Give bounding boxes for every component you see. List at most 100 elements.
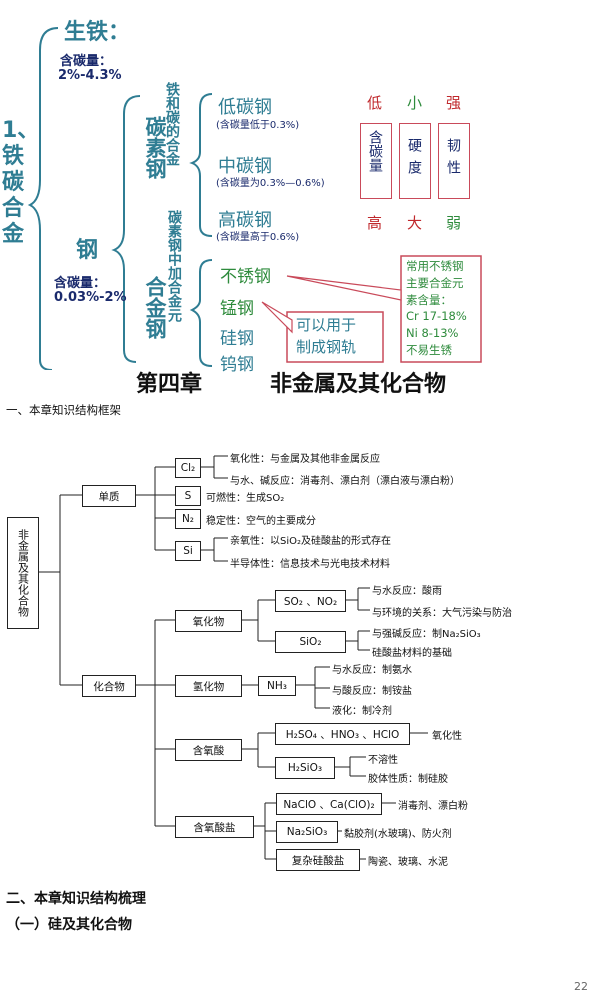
cl2-oxidation-note: 氧化性：与金属及其他非金属反应 — [230, 454, 380, 465]
si-text: Si — [183, 545, 193, 557]
na2sio3-text: Na₂SiO₃ — [286, 826, 328, 838]
so2no2-text: SO₂ 、NO₂ — [283, 595, 338, 608]
sio2-text: SiO₂ — [299, 636, 322, 648]
prop-bottom-3: 弱 — [446, 214, 462, 232]
n2-box: N₂ — [175, 509, 201, 529]
top-brackets — [27, 27, 482, 370]
so2-note-1: 与水反应：酸雨 — [372, 586, 442, 597]
pig-iron-label: 生铁： — [64, 20, 131, 45]
prop-col-carbon — [360, 123, 392, 199]
callout-rail: 可以用于 制成钢轨 — [296, 314, 356, 358]
callout-rail-line-1: 可以用于 — [296, 316, 357, 334]
mid-carbon-steel: 中碳钢 — [218, 156, 272, 177]
nh3-box: NH₃ — [258, 676, 296, 696]
main-title: 1、铁碳合金 — [2, 118, 40, 247]
callout-line-5: Ni 8-13% — [406, 326, 459, 341]
cl2-water-note: 与水、碱反应：消毒剂、漂白剂（漂白液与漂白粉） — [230, 476, 460, 487]
compounds-box: 化合物 — [82, 675, 136, 697]
carbon-steel-label: 碳素钢 — [143, 116, 167, 179]
steel-carbon-range: 0.03%-2% — [54, 290, 127, 305]
naclo-text: NaClO 、Ca(ClO)₂ — [283, 798, 375, 811]
hydrides-text: 氢化物 — [192, 680, 225, 693]
high-carbon-note: (含碳量高于0.6%) — [216, 232, 300, 243]
steel-carbon-label: 含碳量： — [54, 276, 107, 291]
callout-line-2: 主要合金元 — [406, 275, 464, 290]
nh3-note-1: 与水反应：制氨水 — [332, 665, 412, 676]
na2sio3-note: 黏胶剂(水玻璃)、防火剂 — [344, 829, 452, 840]
n2-text: N₂ — [181, 513, 195, 525]
manganese-steel: 锰钢 — [220, 299, 254, 319]
carbon-steel-desc: 铁和碳的合金 — [164, 82, 180, 166]
sio2-note-1: 与强碱反应：制Na₂SiO₃ — [372, 629, 481, 640]
prop-bottom-2: 大 — [407, 214, 423, 232]
elemental-text: 单质 — [98, 490, 120, 503]
high-carbon-steel: 高碳钢 — [218, 210, 272, 231]
silicates-box: 复杂硅酸盐 — [276, 849, 360, 871]
steel-label: 钢 — [76, 238, 99, 263]
nh3-note-2: 与酸反应：制铵盐 — [332, 686, 412, 697]
oxysalts-text: 含氧酸盐 — [193, 821, 236, 834]
callout-line-4: Cr 17-18% — [406, 309, 467, 324]
low-carbon-note: (含碳量低于0.3%) — [216, 120, 300, 131]
cl2-text: Cl₂ — [180, 462, 196, 474]
s-note: 可燃性：生成SO₂ — [206, 493, 285, 504]
chapter-number: 第四章 — [136, 371, 203, 397]
oxides-text: 氧化物 — [192, 615, 225, 628]
low-carbon-steel: 低碳钢 — [218, 97, 272, 118]
prop-col-hardness — [399, 123, 431, 199]
section-1-heading: 一、本章知识结构框架 — [6, 403, 121, 417]
pig-iron-carbon-label: 含碳量： — [60, 54, 113, 69]
prop-col-2-text: 硬度 — [406, 138, 422, 182]
sio2-note-2: 硅酸盐材料的基础 — [372, 648, 452, 659]
nh3-text: NH₃ — [267, 680, 287, 692]
root-box: 非金属及其化合物 — [7, 517, 39, 629]
tungsten-steel: 钨钢 — [220, 355, 254, 375]
si-box: Si — [175, 541, 201, 561]
oxyacids-text: 含氧酸 — [192, 744, 225, 757]
callout-rail-line-2: 制成钢轨 — [296, 338, 357, 356]
alloy-steel-label: 合金钢 — [143, 276, 167, 339]
s-box: S — [175, 486, 201, 506]
h2sio3-note-2: 胶体性质：制硅胶 — [368, 774, 448, 785]
naclo-box: NaClO 、Ca(ClO)₂ — [276, 793, 382, 815]
prop-top-3: 强 — [446, 94, 462, 112]
silicates-text: 复杂硅酸盐 — [291, 854, 345, 867]
prop-top-1: 低 — [367, 94, 383, 112]
subsection-heading: （一）硅及其化合物 — [6, 917, 132, 933]
h2sio3-note-1: 不溶性 — [368, 755, 398, 766]
oxysalts-box: 含氧酸盐 — [175, 816, 254, 838]
cl2-box: Cl₂ — [175, 458, 201, 478]
s-text: S — [184, 490, 192, 502]
section-2-heading: 二、本章知识结构梳理 — [6, 891, 146, 907]
acids-note: 氧化性 — [432, 731, 462, 742]
page-number: 22 — [574, 980, 588, 993]
acids-text: H₂SO₄ 、HNO₃ 、HClO — [285, 728, 400, 741]
sio2-box: SiO₂ — [275, 631, 346, 653]
prop-col-toughness — [438, 123, 470, 199]
nh3-note-3: 液化：制冷剂 — [332, 706, 392, 717]
callout-line-1: 常用不锈钢 — [406, 259, 464, 273]
naclo-note: 消毒剂、漂白粉 — [398, 801, 468, 812]
stainless-steel: 不锈钢 — [220, 267, 271, 287]
alloy-steel-desc: 碳素钢中加合金元 — [166, 210, 182, 322]
elemental-box: 单质 — [82, 485, 136, 507]
callout-line-3: 素含量： — [406, 292, 452, 307]
hydrides-box: 氢化物 — [175, 675, 242, 697]
prop-top-2: 小 — [407, 94, 423, 112]
si-note-1: 亲氧性：以SiO₂及硅酸盐的形式存在 — [230, 536, 392, 547]
prop-bottom-1: 高 — [367, 214, 383, 232]
silicates-note: 陶瓷、玻璃、水泥 — [368, 857, 448, 868]
silicon-steel: 硅钢 — [220, 329, 254, 349]
so2no2-box: SO₂ 、NO₂ — [275, 590, 346, 612]
prop-col-3-text: 韧性 — [445, 138, 461, 182]
n2-note: 稳定性：空气的主要成分 — [206, 516, 316, 527]
compounds-text: 化合物 — [93, 680, 125, 693]
mid-carbon-note: (含碳量为0.3%—0.6%) — [216, 178, 325, 189]
oxyacids-box: 含氧酸 — [175, 739, 242, 761]
callout-stainless: 常用不锈钢 主要合金元 素含量： Cr 17-18% Ni 8-13% 不易生锈 — [406, 258, 467, 359]
h2sio3-text: H₂SiO₃ — [287, 762, 323, 774]
h2sio3-box: H₂SiO₃ — [275, 757, 335, 779]
callout-line-6: 不易生锈 — [406, 342, 452, 357]
si-note-2: 半导体性：信息技术与光电技术材料 — [230, 559, 390, 570]
